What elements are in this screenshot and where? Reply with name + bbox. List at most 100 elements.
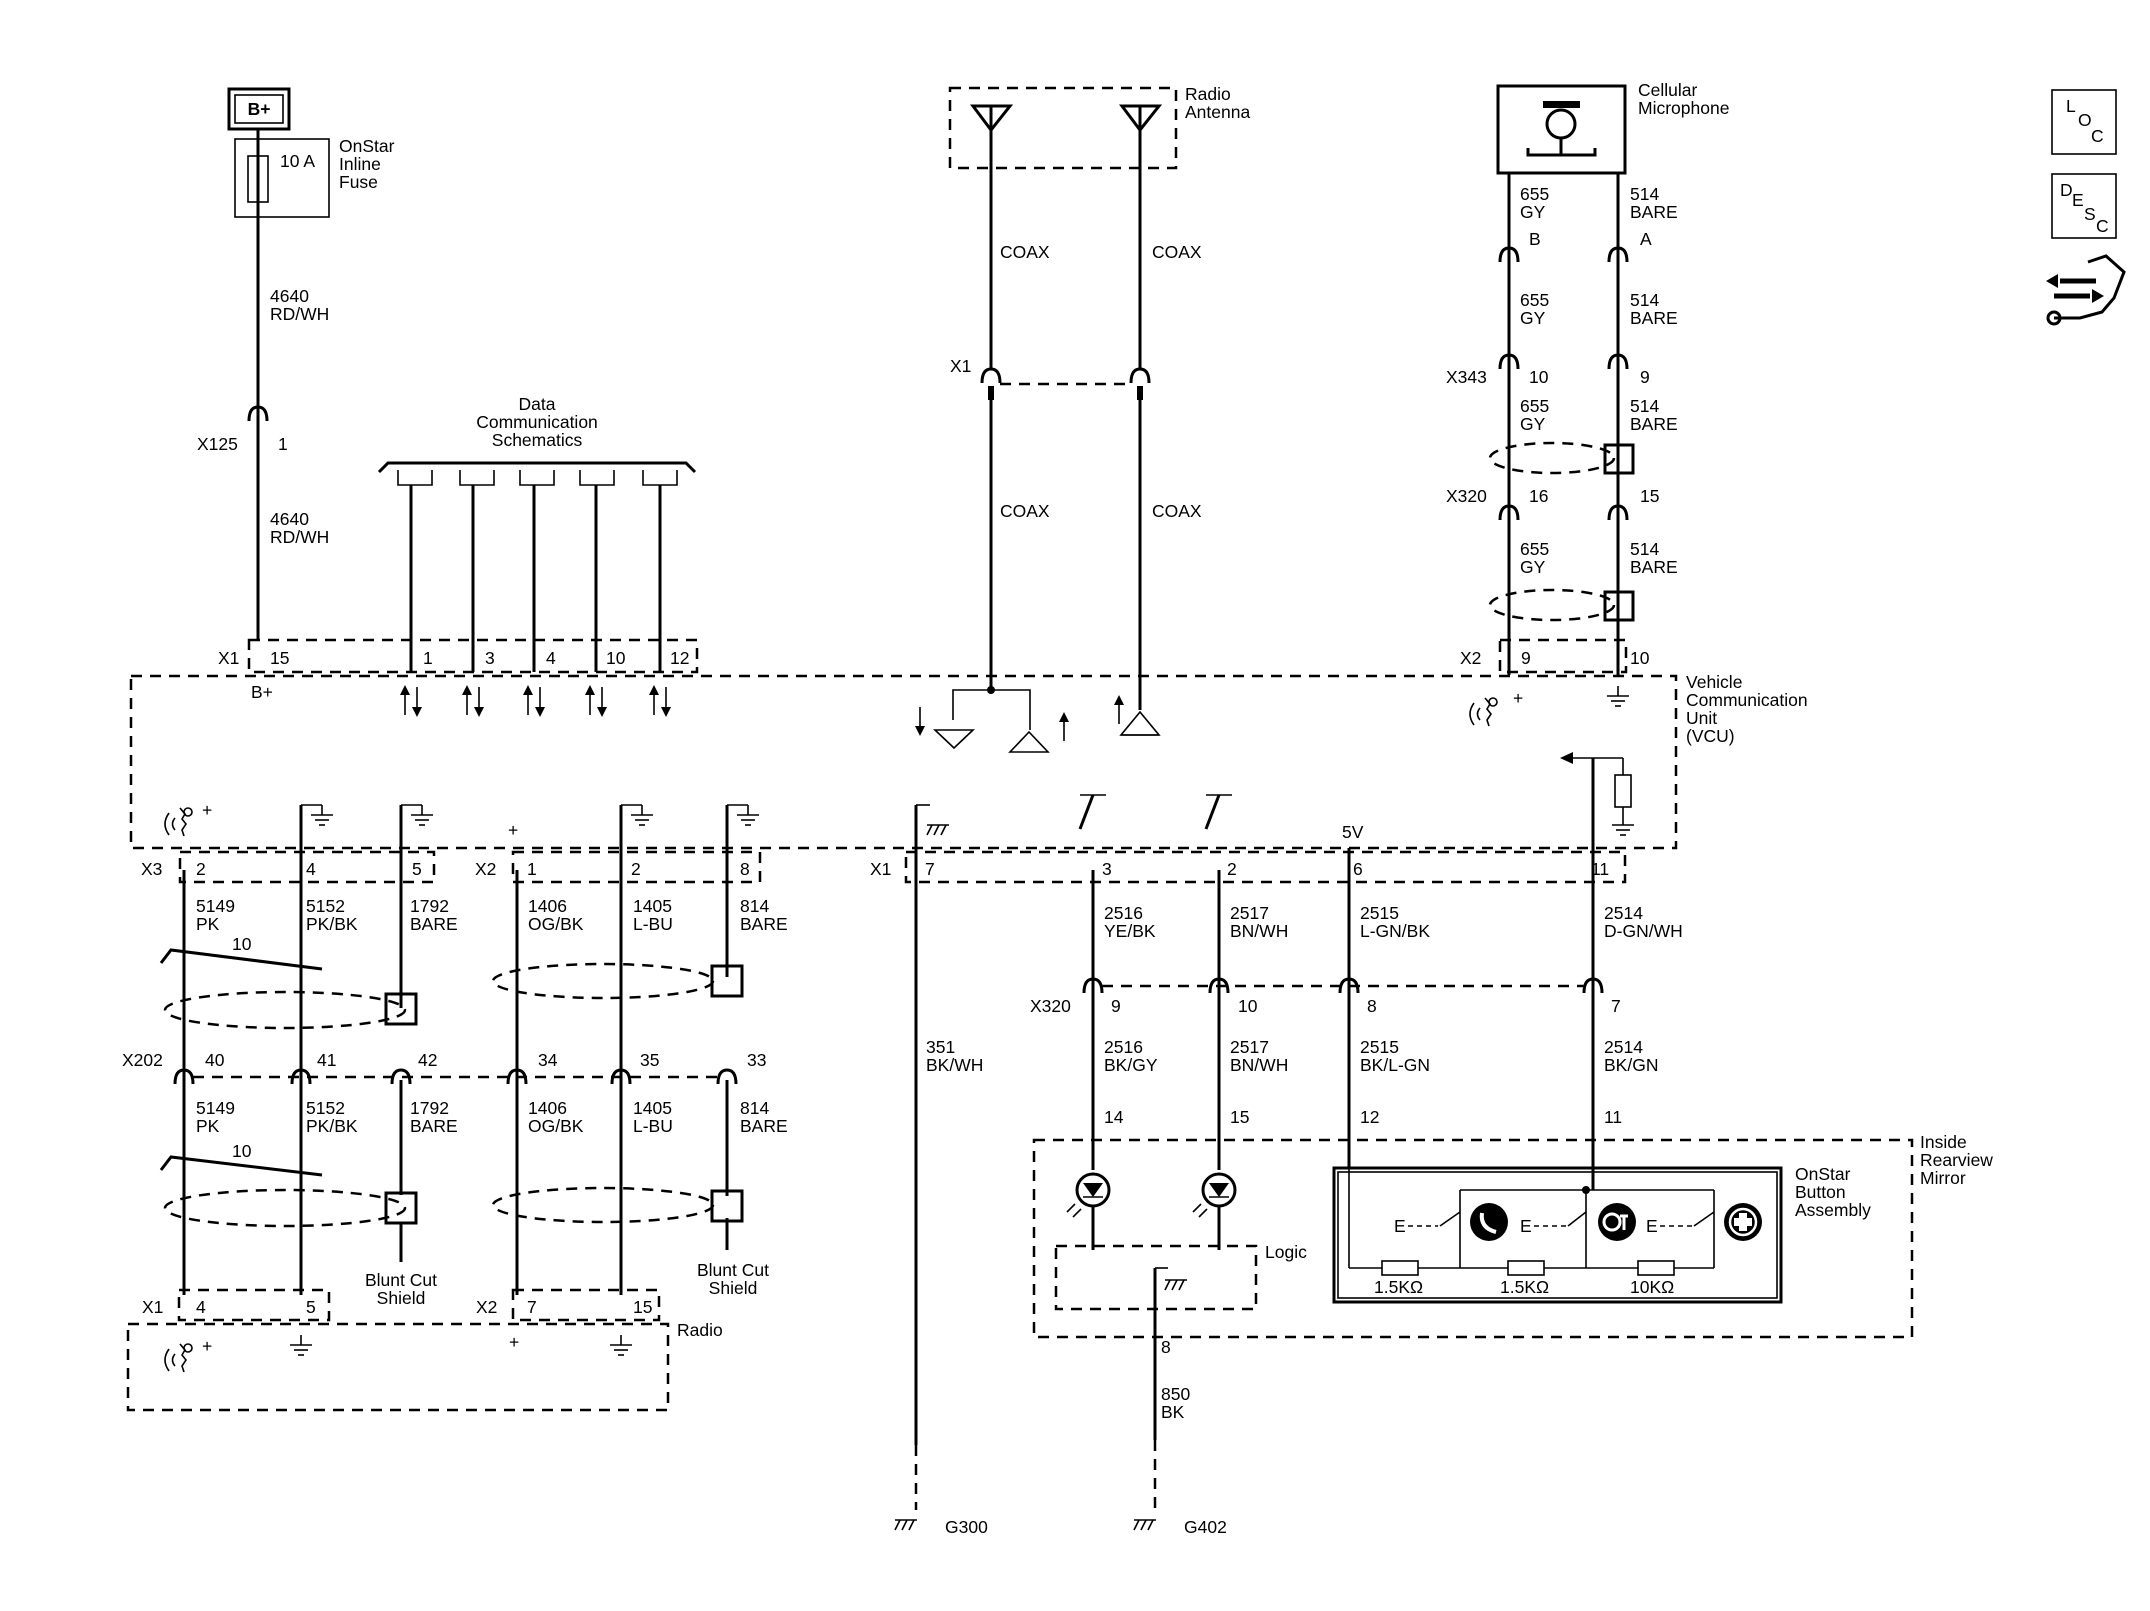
w2517b-circuit: 2517: [1230, 1037, 1269, 1057]
w2517b-color: BN/WH: [1230, 1055, 1288, 1075]
w2514b-color: BK/GN: [1604, 1055, 1658, 1075]
g402-ground: [1133, 1519, 1157, 1531]
mic-b-col2: GY: [1520, 308, 1546, 328]
w1406-c1: 1406: [528, 896, 567, 916]
w814-c1: 814: [740, 896, 769, 916]
x320-p10: 10: [1238, 996, 1258, 1016]
mirror-label-3: Mirror: [1920, 1168, 1966, 1188]
vcu-label-2: Communication: [1686, 690, 1808, 710]
x3-pin-5: 5: [412, 859, 422, 879]
mic-b-c4: 655: [1520, 539, 1549, 559]
fuse-bot-color: RD/WH: [270, 527, 329, 547]
blunt-cut-right-2: Shield: [709, 1278, 758, 1298]
radio-ground-15: [609, 1334, 633, 1356]
logic-chassis-ground: [1164, 1279, 1188, 1291]
vcu-box: [129, 674, 1678, 850]
led-indicator-right: [1192, 1172, 1237, 1250]
mic-box: [1496, 84, 1627, 175]
w2515a-circuit: 2515: [1360, 903, 1399, 923]
vcu-ground-x2-2: [630, 804, 654, 826]
antenna-box: [948, 86, 1178, 170]
mirror-pin-14: 14: [1104, 1107, 1124, 1127]
w5149-col2: PK: [196, 1116, 220, 1136]
x343-pin-10: 10: [1529, 367, 1549, 387]
w1405-col2: L-BU: [633, 1116, 673, 1136]
loc-icon[interactable]: L O C: [2051, 89, 2117, 155]
radio-x2-label: X2: [476, 1297, 497, 1317]
shield-right-2: [491, 1186, 715, 1224]
vcu-pullup-resistor: [1614, 774, 1632, 808]
radio-audio-icon: [164, 1343, 193, 1373]
w2514b-circuit: 2514: [1604, 1037, 1643, 1057]
mirror-pin-12: 12: [1360, 1107, 1379, 1127]
mic-shield-1: [1488, 441, 1616, 475]
vcu-x1-lower-label: X1: [870, 859, 891, 879]
w1792-c2: 1792: [410, 1098, 449, 1118]
x1-pin-right: [1137, 386, 1143, 400]
x1-pin-7: 7: [925, 859, 935, 879]
mic-shield-2: [1488, 588, 1616, 622]
radio-ground-5: [289, 1334, 313, 1356]
mic-label-2: Microphone: [1638, 98, 1729, 118]
mic-ground-symbol: [1606, 685, 1630, 707]
w2517a-circuit: 2517: [1230, 903, 1269, 923]
vcu-label-3: Unit: [1686, 708, 1717, 728]
svg-text:D: D: [2060, 180, 2073, 200]
mic-a-c1: 514: [1630, 184, 1659, 204]
vcu-ground-x2-8: [736, 804, 760, 826]
mic-shield-term-1: [1603, 443, 1635, 475]
phone-button-icon: [1470, 1203, 1508, 1241]
fuse-name-3: Fuse: [339, 172, 378, 192]
desc-icon[interactable]: D E S C: [2051, 173, 2117, 239]
x320-mic-pin-15: 15: [1640, 486, 1659, 506]
mic-b-col1: GY: [1520, 202, 1546, 222]
mirror-pin-11: 11: [1604, 1107, 1622, 1127]
mirror-label-1: Inside: [1920, 1132, 1967, 1152]
button-assembly-inner: [1337, 1171, 1778, 1299]
vcu-switch-2: [1204, 794, 1232, 830]
x320-p9: 9: [1111, 996, 1121, 1016]
mic-pin-a: A: [1640, 229, 1652, 249]
w2515b-circuit: 2515: [1360, 1037, 1399, 1057]
w850-color: BK: [1161, 1402, 1185, 1422]
vcu-5v-label: 5V: [1342, 822, 1364, 842]
shield-term-right-2: [710, 1189, 744, 1223]
w2516b-circuit: 2516: [1104, 1037, 1143, 1057]
w814-col2: BARE: [740, 1116, 788, 1136]
vcu-x3-connector: [178, 850, 436, 884]
x343-pin-9: 9: [1640, 367, 1650, 387]
shield-left-1: [163, 990, 407, 1030]
x2-pin-1: 1: [527, 859, 537, 879]
data-comm-pins: [397, 470, 678, 672]
vcu-x2-plus: +: [508, 820, 518, 840]
vcu-x2-upper-label: X2: [1460, 648, 1481, 668]
w1406-col1: OG/BK: [528, 914, 584, 934]
w1792-c1: 1792: [410, 896, 449, 916]
w351-color: BK/WH: [926, 1055, 983, 1075]
coax-label-2: COAX: [1152, 242, 1202, 262]
mic-a-col4: BARE: [1630, 557, 1678, 577]
x320-mic-label: X320: [1446, 486, 1487, 506]
x320-p7: 7: [1611, 996, 1621, 1016]
x3-pin-2: 2: [196, 859, 206, 879]
mic-b-col4: GY: [1520, 557, 1546, 577]
antenna-right-icon: [1119, 104, 1163, 133]
left-wires: [182, 870, 729, 1295]
vcu-label-4: (VCU): [1686, 726, 1735, 746]
mic-b-c1: 655: [1520, 184, 1549, 204]
w2516b-color: BK/GY: [1104, 1055, 1158, 1075]
w5152-col1: PK/BK: [306, 914, 358, 934]
w351-circuit: 351: [926, 1037, 955, 1057]
w850-circuit: 850: [1161, 1384, 1190, 1404]
battery-box-inner: [234, 94, 284, 124]
radio-x1-label: X1: [142, 1297, 163, 1317]
x320-mic-pin-16: 16: [1529, 486, 1548, 506]
blunt-cut-left-2: Shield: [377, 1288, 426, 1308]
svg-text:C: C: [2091, 126, 2104, 146]
wrench-arrows-icon[interactable]: [2046, 254, 2126, 326]
w814-col1: BARE: [740, 914, 788, 934]
mirror-box: [1032, 1138, 1914, 1339]
fuse-bot-circuit: 4640: [270, 509, 309, 529]
mic-a-col3: BARE: [1630, 414, 1678, 434]
vcu-label-1: Vehicle: [1686, 672, 1742, 692]
